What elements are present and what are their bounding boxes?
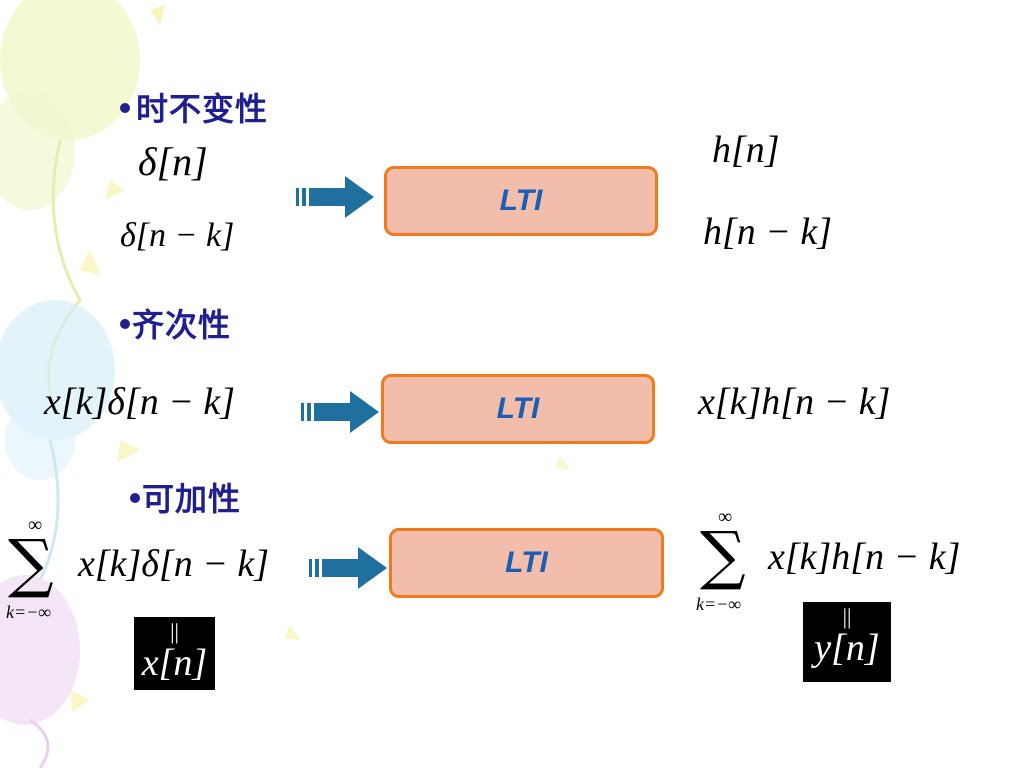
- output-result-y-n: y[n]: [814, 627, 880, 669]
- input-x-delta: x[k]δ[n − k]: [44, 381, 236, 423]
- heading-homogeneity: 齐次性: [120, 300, 231, 346]
- arrow-icon: [301, 391, 379, 433]
- input-result-x-n: x[n]: [141, 642, 208, 684]
- equals-sign: ||: [842, 604, 852, 629]
- input-delta-n: δ[n]: [138, 139, 208, 184]
- sum-upper-limit: ∞: [718, 506, 733, 528]
- bullet-icon: [120, 103, 130, 113]
- arrow-icon: [309, 547, 387, 589]
- sum-lower-limit: k=−∞: [6, 602, 52, 622]
- input-sum-x-delta: x[k]δ[n − k]: [78, 543, 270, 585]
- sigma-sum-icon: ∑: [700, 519, 746, 593]
- bullet-icon: [130, 493, 140, 503]
- sum-upper-limit: ∞: [28, 514, 43, 536]
- output-sum-x-h: x[k]h[n − k]: [768, 536, 961, 578]
- lti-system-box: LTI: [384, 166, 658, 236]
- input-delta-n-k: δ[n − k]: [120, 217, 235, 254]
- output-h-n: h[n]: [712, 129, 780, 171]
- lti-system-box: LTI: [381, 374, 655, 444]
- bullet-icon: [120, 319, 130, 329]
- output-h-n-k: h[n − k]: [703, 211, 833, 253]
- output-result-box: || y[n]: [803, 602, 891, 682]
- equals-sign: ||: [170, 619, 179, 644]
- sum-lower-limit: k=−∞: [696, 594, 742, 614]
- lti-system-box: LTI: [389, 528, 664, 598]
- heading-time-invariance: 时不变性: [120, 84, 268, 130]
- input-result-box: || x[n]: [134, 617, 215, 690]
- heading-additivity: 可加性: [130, 474, 241, 520]
- arrow-icon: [296, 176, 374, 218]
- sigma-sum-icon: ∑: [8, 527, 54, 601]
- output-x-h: x[k]h[n − k]: [698, 381, 891, 423]
